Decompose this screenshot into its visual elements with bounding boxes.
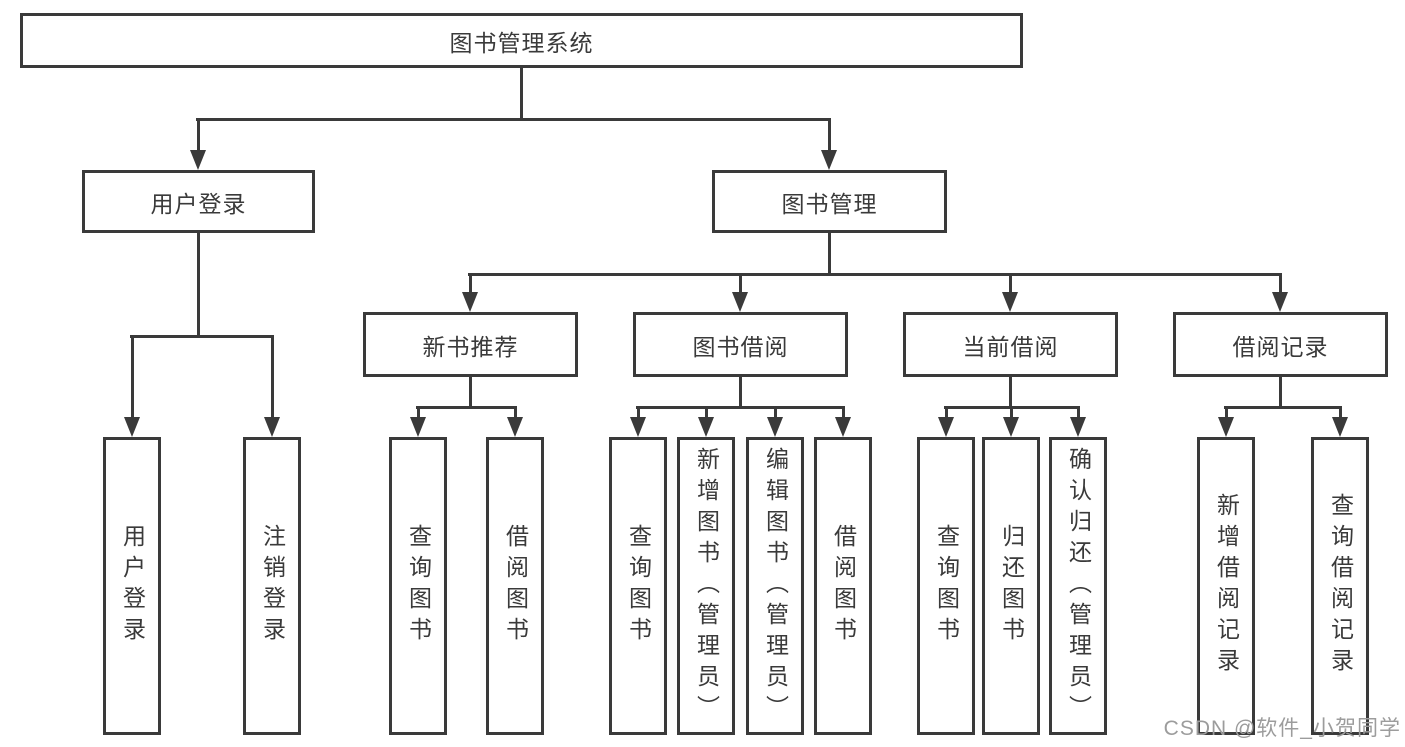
arrowhead-icon	[1003, 417, 1019, 437]
arrowhead-icon	[462, 292, 478, 312]
leaf-add-book-admin: 新增图书（管理员）	[677, 437, 735, 735]
csdn-watermark: CSDN @软件_小贺同学	[1163, 717, 1401, 740]
node-book-management: 图书管理	[712, 170, 947, 233]
arrowhead-icon	[821, 150, 837, 170]
connector-line	[1279, 273, 1282, 296]
node-book-borrowing: 图书借阅	[633, 312, 848, 377]
leaf-label: 查询图书	[625, 524, 652, 648]
leaf-label: 注销登录	[259, 524, 286, 648]
arrowhead-icon	[732, 292, 748, 312]
leaf-query-books-current: 查询图书	[917, 437, 975, 735]
arrowhead-icon	[767, 417, 783, 437]
arrowhead-icon	[1070, 417, 1086, 437]
connector-line	[416, 406, 517, 409]
arrowhead-icon	[698, 417, 714, 437]
leaf-label: 查询图书	[405, 524, 432, 648]
connector-line	[520, 68, 523, 121]
leaf-label: 借阅图书	[830, 524, 857, 648]
arrowhead-icon	[630, 417, 646, 437]
connector-line	[842, 406, 845, 420]
connector-line	[739, 273, 742, 296]
connector-line	[197, 233, 200, 337]
node-label: 图书管理系统	[449, 29, 594, 56]
leaf-label: 用户登录	[119, 524, 146, 648]
leaf-query-books-borrowing: 查询图书	[609, 437, 667, 735]
node-label: 当前借阅	[962, 333, 1059, 360]
node-label: 用户登录	[150, 190, 247, 217]
node-library-management-system: 图书管理系统	[20, 13, 1023, 68]
arrowhead-icon	[1272, 292, 1288, 312]
connector-line	[636, 406, 845, 409]
leaf-label: 查询借阅记录	[1327, 493, 1354, 679]
connector-line	[1224, 406, 1342, 409]
connector-line	[828, 118, 831, 154]
connector-line	[1225, 406, 1228, 420]
leaf-query-books-recommend: 查询图书	[389, 437, 447, 735]
arrowhead-icon	[410, 417, 426, 437]
node-label: 图书借阅	[692, 333, 789, 360]
connector-line	[705, 406, 708, 420]
arrowhead-icon	[507, 417, 523, 437]
leaf-borrow-books-borrowing: 借阅图书	[814, 437, 872, 735]
arrowhead-icon	[124, 417, 140, 437]
arrowhead-icon	[1332, 417, 1348, 437]
leaf-logout: 注销登录	[243, 437, 301, 735]
arrowhead-icon	[264, 417, 280, 437]
connector-line	[1279, 377, 1282, 409]
arrowhead-icon	[190, 150, 206, 170]
connector-line	[196, 118, 831, 121]
connector-line	[1077, 406, 1080, 420]
node-label: 借阅记录	[1232, 333, 1329, 360]
connector-line	[271, 335, 274, 421]
leaf-return-book: 归还图书	[982, 437, 1040, 735]
connector-line	[417, 406, 420, 420]
node-borrowing-records: 借阅记录	[1173, 312, 1388, 377]
leaf-label: 归还图书	[998, 524, 1025, 648]
node-label: 新书推荐	[422, 333, 519, 360]
connector-line	[469, 377, 472, 409]
connector-line	[945, 406, 948, 420]
connector-line	[1339, 406, 1342, 420]
leaf-query-borrow-record: 查询借阅记录	[1311, 437, 1369, 735]
connector-line	[828, 233, 831, 275]
connector-line	[774, 406, 777, 420]
connector-line	[1009, 273, 1012, 296]
leaf-edit-book-admin: 编辑图书（管理员）	[746, 437, 804, 735]
connector-line	[468, 273, 1282, 276]
leaf-label: 查询图书	[933, 524, 960, 648]
arrowhead-icon	[1002, 292, 1018, 312]
leaf-label: 新增借阅记录	[1213, 493, 1240, 679]
node-label: 图书管理	[781, 190, 878, 217]
connector-line	[514, 406, 517, 420]
connector-line	[739, 377, 742, 409]
leaf-borrow-books-recommend: 借阅图书	[486, 437, 544, 735]
connector-line	[1010, 406, 1013, 420]
leaf-label: 新增图书（管理员）	[693, 446, 720, 726]
node-new-book-recommendation: 新书推荐	[363, 312, 578, 377]
connector-line	[637, 406, 640, 420]
connector-line	[197, 118, 200, 154]
arrowhead-icon	[1218, 417, 1234, 437]
leaf-user-login: 用户登录	[103, 437, 161, 735]
connector-line	[1009, 377, 1012, 409]
leaf-label: 确认归还（管理员）	[1065, 446, 1092, 726]
connector-line	[131, 335, 134, 421]
arrowhead-icon	[835, 417, 851, 437]
node-user-login: 用户登录	[82, 170, 315, 233]
connector-line	[469, 273, 472, 296]
leaf-confirm-return-admin: 确认归还（管理员）	[1049, 437, 1107, 735]
leaf-label: 借阅图书	[502, 524, 529, 648]
leaf-add-borrow-record: 新增借阅记录	[1197, 437, 1255, 735]
node-current-borrowing: 当前借阅	[903, 312, 1118, 377]
leaf-label: 编辑图书（管理员）	[762, 446, 789, 726]
connector-line	[130, 335, 274, 338]
arrowhead-icon	[938, 417, 954, 437]
